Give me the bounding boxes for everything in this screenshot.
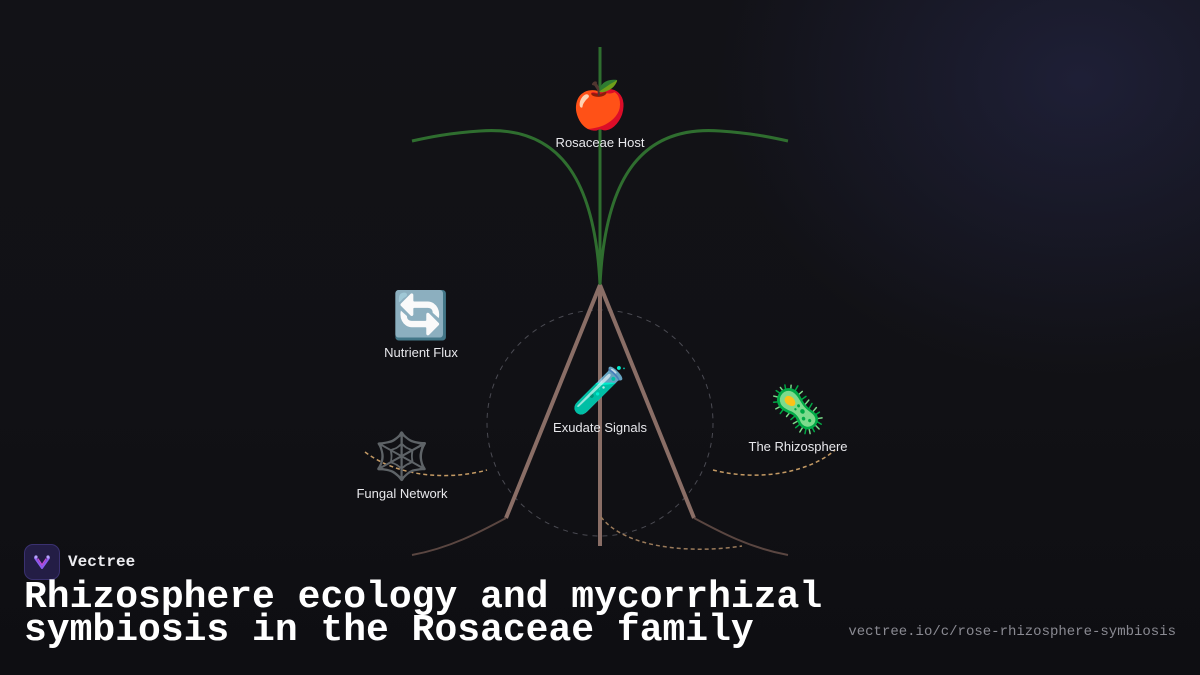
right-root-tip [693,517,789,556]
hyphae-left [364,451,488,477]
node-exudate-signals: 🧪 Exudate Signals [553,362,647,435]
node-label: Fungal Network [356,486,448,501]
node-rosaceae-host: 🍎 Rosaceae Host [556,77,645,150]
spider-web-icon: 🕸️ [373,429,431,483]
page-title: Rhizosphere ecology and mycorrhizal symb… [24,576,823,652]
node-label: Exudate Signals [553,420,647,435]
right-branch [598,129,789,286]
right-root [598,284,696,519]
node-label: Rosaceae Host [555,135,645,150]
node-label: The Rhizosphere [748,439,848,454]
node-nutrient-flux: 🔄 Nutrient Flux [384,287,458,360]
node-fungal-network: 🕸️ Fungal Network [356,428,447,501]
apple-icon: 🍎 [571,78,629,132]
brand-name: Vectree [68,553,136,571]
hyphae-right [712,449,836,476]
brand: Vectree [24,544,135,580]
hyphae-bottom [600,516,743,550]
microbe-icon: 🦠 [769,382,827,436]
source-url[interactable]: vectree.io/c/rose-rhizosphere-symbiosis [848,624,1176,640]
vectree-logo-icon [24,544,60,580]
left-root [504,284,602,519]
cycle-arrows-icon: 🔄 [392,288,450,342]
left-branch [411,129,602,286]
left-root-tip [411,517,507,556]
node-label: Nutrient Flux [384,345,458,360]
node-the-rhizosphere: 🦠 The Rhizosphere [749,381,848,454]
test-tube-icon: 🧪 [571,363,629,417]
